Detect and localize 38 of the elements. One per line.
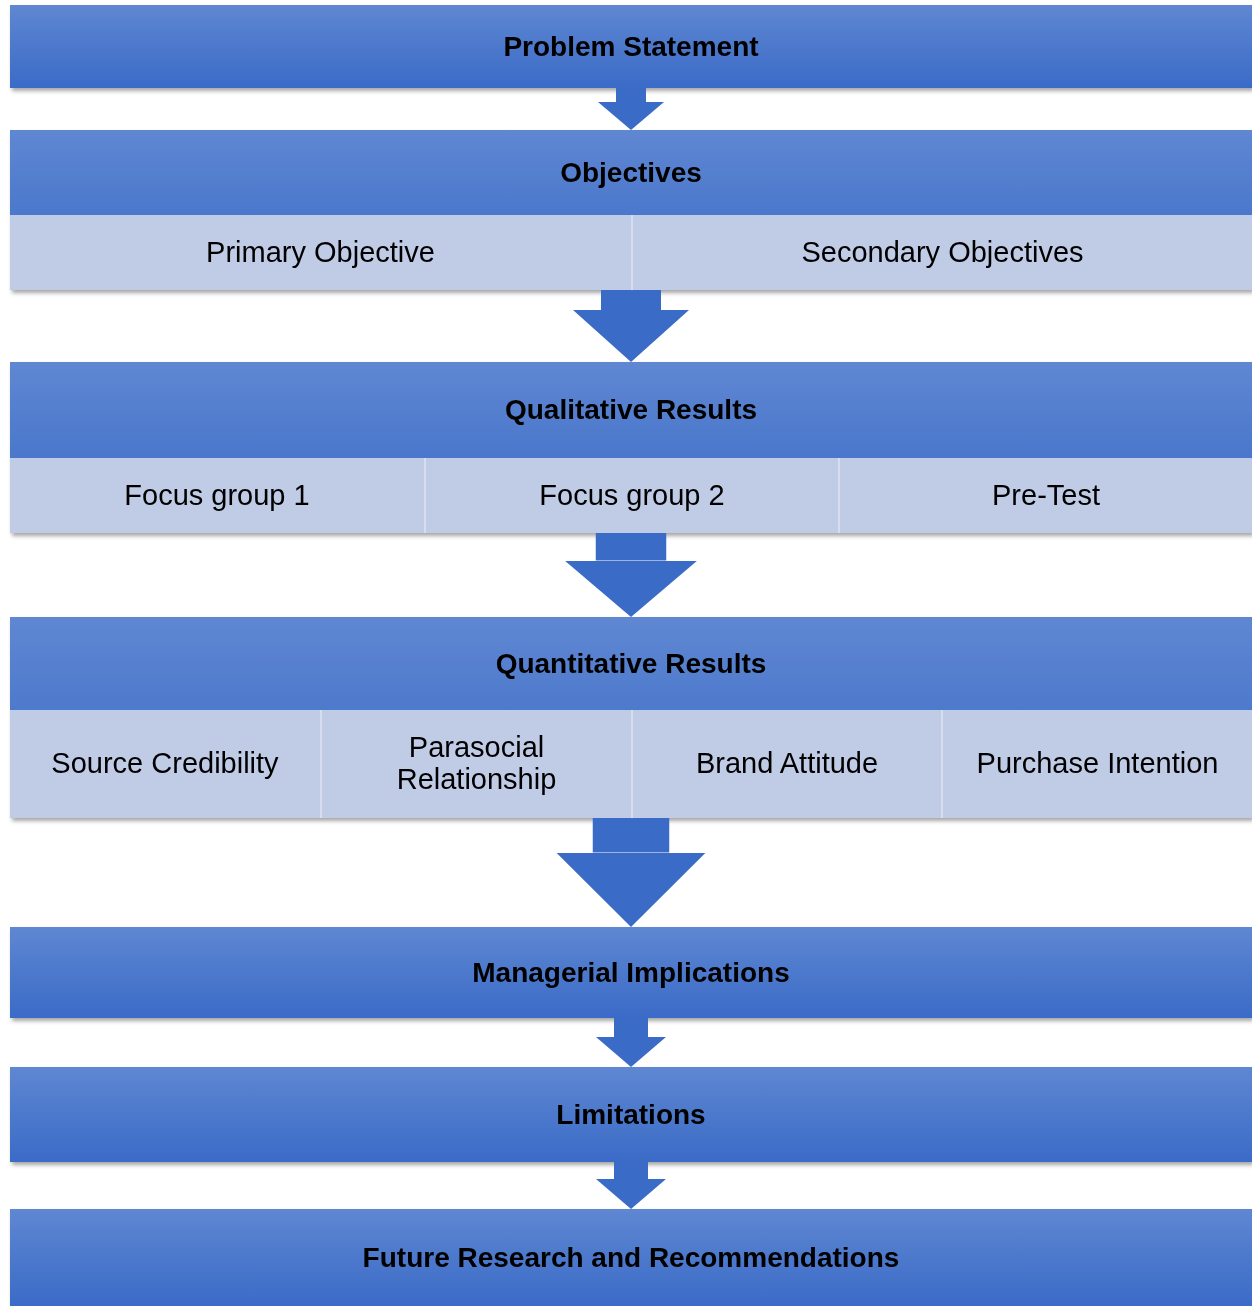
stage-title: Future Research and Recommendations — [362, 1241, 900, 1274]
stage-band — [10, 5, 1252, 88]
block-arrow — [596, 1018, 666, 1067]
category-cell — [424, 458, 838, 533]
stage-title: Quantitative Results — [495, 647, 767, 680]
stage-band — [10, 130, 1252, 290]
stage-title: Managerial Implications — [472, 956, 790, 989]
stage-title: Qualitative Results — [504, 394, 758, 426]
stage-band — [10, 927, 1252, 1018]
stage-band — [10, 1067, 1252, 1162]
category-cell — [631, 710, 941, 818]
category-cell — [10, 215, 631, 290]
stage-title: Limitations — [556, 1098, 706, 1131]
category-cell — [838, 458, 1252, 533]
category-label: Brand Attitude — [695, 748, 879, 780]
category-label: Focus group 1 — [124, 479, 310, 512]
category-label: Primary Objective — [206, 236, 435, 269]
block-arrow — [573, 290, 689, 362]
block-arrow — [564, 533, 698, 617]
block-arrow — [556, 818, 706, 927]
stage-band — [10, 617, 1252, 818]
category-cell — [631, 215, 1252, 290]
block-arrow — [598, 88, 664, 130]
category-label: Secondary Objectives — [801, 236, 1084, 269]
stage-title: Objectives — [560, 156, 702, 189]
block-arrow — [596, 1162, 666, 1209]
category-cell — [10, 458, 424, 533]
stage-band — [10, 1209, 1252, 1306]
category-label: Focus group 2 — [539, 479, 725, 512]
category-cell — [320, 710, 631, 818]
stage-band — [10, 362, 1252, 533]
category-cell — [941, 710, 1252, 818]
category-label: Pre-Test — [992, 479, 1100, 512]
category-label: Parasocial Relationship — [395, 732, 558, 796]
stage-title: Problem Statement — [503, 30, 759, 63]
category-label: Purchase Intention — [976, 748, 1219, 780]
category-label: Source Credibility — [51, 748, 279, 780]
category-cell — [10, 710, 320, 818]
